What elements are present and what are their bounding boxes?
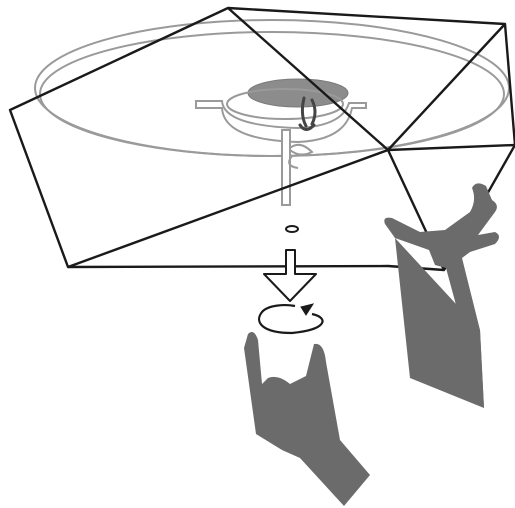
downward-arrow bbox=[264, 250, 316, 301]
center-screw bbox=[286, 226, 298, 232]
rotation-arrowhead bbox=[301, 304, 313, 315]
shade-fold-right bbox=[388, 145, 515, 150]
canopy-disc bbox=[248, 79, 348, 107]
rotation-arrow bbox=[259, 304, 322, 333]
rotation-arc bbox=[259, 305, 322, 333]
support-rod bbox=[282, 130, 290, 205]
left-hand bbox=[244, 332, 370, 506]
shade-fold-front bbox=[68, 150, 444, 270]
right-hand bbox=[384, 183, 499, 408]
